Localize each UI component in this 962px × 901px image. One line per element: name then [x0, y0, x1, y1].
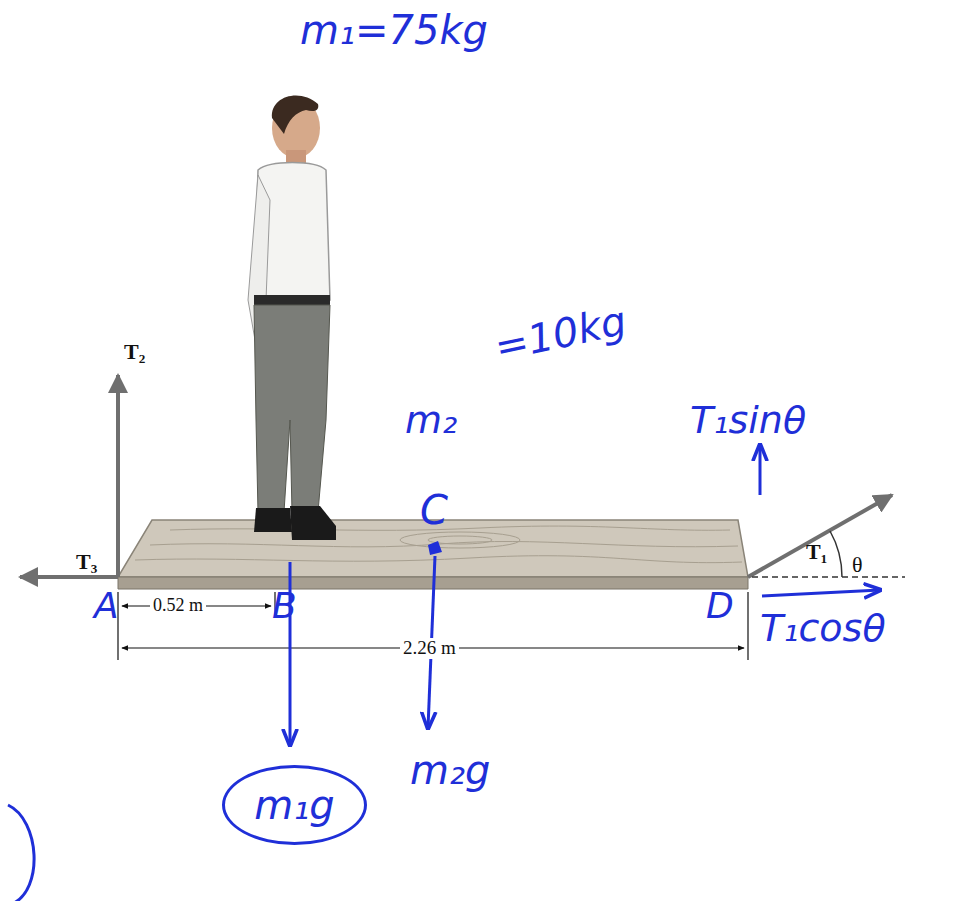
angle-label: θ — [852, 553, 863, 577]
component-label: T₁sinθ — [690, 400, 806, 442]
point-label: D — [706, 586, 734, 626]
component-label: T₁cosθ — [760, 608, 886, 650]
point-label: A — [94, 586, 119, 626]
mass-note: m₂ — [405, 400, 457, 442]
point-label: C — [420, 488, 448, 532]
person-figure — [248, 96, 336, 540]
dimension-label: 0.52 m — [150, 596, 206, 616]
force-label: T₂ — [124, 340, 145, 364]
point-label: B — [272, 586, 297, 626]
weight-label: m₂g — [410, 748, 490, 792]
dimension-label: 2.26 m — [400, 638, 459, 659]
force-label: T₃ — [76, 550, 97, 574]
circled-answer: m₁g — [222, 765, 367, 845]
mass-note: m₁=75kg — [300, 8, 488, 52]
mass-note: =10kg — [491, 298, 630, 369]
force-label: T₁ — [806, 540, 827, 564]
weight-label: m₁g — [254, 783, 334, 827]
